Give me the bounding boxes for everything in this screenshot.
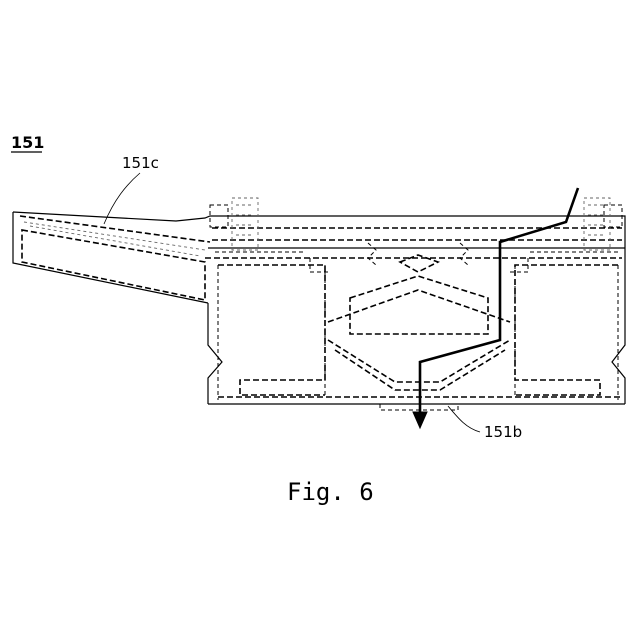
inner-chamber-right	[515, 265, 618, 400]
flow-arrow	[413, 188, 578, 428]
part-label-151b: 151b	[484, 423, 522, 441]
part-label-151c: 151c	[122, 154, 159, 172]
housing-outline	[13, 212, 625, 404]
leader-line-151c	[104, 173, 140, 224]
part-label-151: 151	[11, 133, 44, 152]
bolt-left	[210, 198, 258, 250]
bolt-right	[584, 198, 622, 250]
figure-caption: Fig. 6	[287, 478, 374, 506]
top-band	[205, 228, 622, 258]
inner-chamber-left	[218, 265, 325, 400]
slanted-wall	[20, 216, 210, 300]
